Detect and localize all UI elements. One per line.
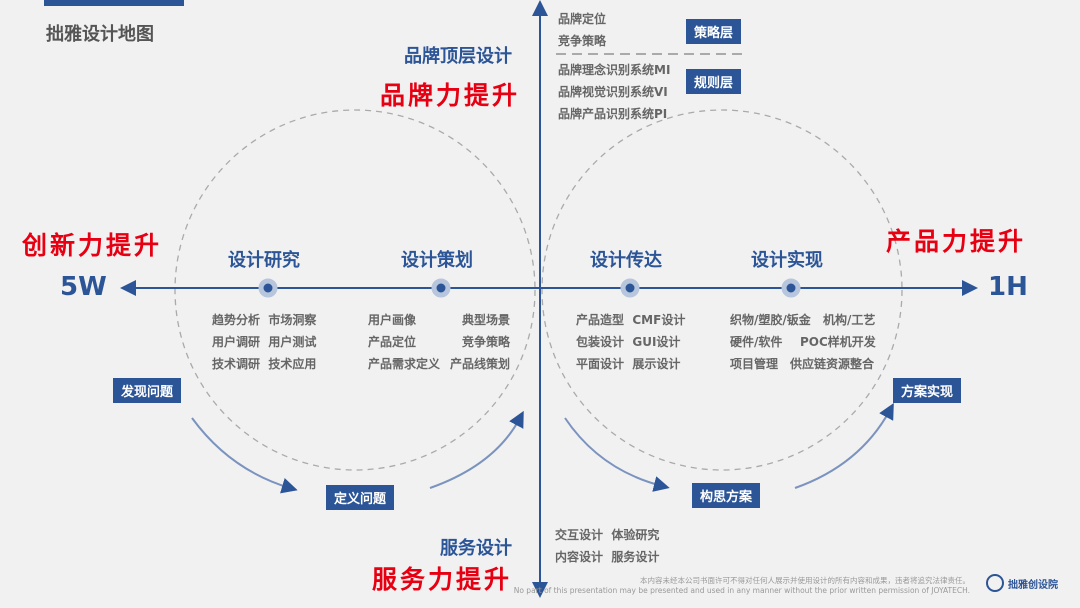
- process-tag: 构思方案: [692, 483, 761, 508]
- list-item: 品牌理念识别系统MI: [558, 63, 671, 77]
- top-red-label: 品牌力提升: [380, 81, 521, 110]
- stage-label: 设计实现: [751, 250, 823, 271]
- stage-items: 用户画像典型场景 产品定位竞争策略 产品需求定义产品线策划: [368, 313, 511, 371]
- stage-dot: [258, 278, 278, 298]
- bottom-heading: 服务设计: [440, 538, 512, 559]
- rule-list: 品牌理念识别系统MI 品牌视觉识别系统VI 品牌产品识别系统PI: [558, 59, 670, 125]
- flow-arrow: [794, 402, 894, 489]
- process-tag: 发现问题: [113, 378, 182, 403]
- axis-right-label: 1H: [988, 272, 1028, 302]
- flow-arrow: [191, 417, 298, 494]
- logo: 拙雅创设院: [986, 574, 1058, 592]
- process-tag: 定义问题: [326, 485, 395, 510]
- footer-notice: 本内容未经本公司书面许可不得对任何人展示并使用设计的所有内容和成果，违者将追究法…: [513, 576, 970, 595]
- stage-label: 设计策划: [401, 250, 473, 271]
- service-list: 交互设计 体验研究 内容设计 服务设计: [555, 528, 660, 564]
- left-red-label: 创新力提升: [22, 231, 163, 260]
- right-circle: [541, 109, 903, 471]
- strategy-tag: 策略层: [686, 19, 742, 44]
- flow-arrow: [429, 410, 524, 489]
- title-accent-bar: [44, 0, 184, 6]
- stage-label: 设计研究: [228, 250, 300, 271]
- rule-tag: 规则层: [686, 69, 742, 94]
- logo-icon: [986, 574, 1004, 592]
- strategy-list: 品牌定位 竞争策略: [558, 8, 606, 52]
- stage-dot: [620, 278, 640, 298]
- list-item: 品牌产品识别系统PI: [558, 107, 668, 121]
- stage-dot: [431, 278, 451, 298]
- left-circle: [174, 109, 536, 471]
- page-title: 拙雅设计地图: [46, 24, 154, 45]
- stage-dot: [781, 278, 801, 298]
- process-tag: 方案实现: [893, 378, 962, 403]
- bottom-red-label: 服务力提升: [372, 565, 513, 594]
- list-item: 竞争策略: [558, 34, 607, 48]
- axis-left-label: 5W: [60, 272, 107, 302]
- stage-items: 产品造型 CMF设计 包装设计 GUI设计 平面设计 展示设计: [576, 313, 686, 371]
- stage-label: 设计传达: [590, 250, 662, 271]
- list-item: 品牌视觉识别系统VI: [558, 85, 668, 99]
- top-heading: 品牌顶层设计: [404, 46, 512, 67]
- stage-items: 趋势分析 市场洞察 用户调研 用户测试 技术调研 技术应用: [212, 313, 317, 371]
- list-item: 品牌定位: [558, 12, 607, 26]
- flow-arrow: [564, 417, 670, 492]
- right-red-label: 产品力提升: [886, 227, 1027, 256]
